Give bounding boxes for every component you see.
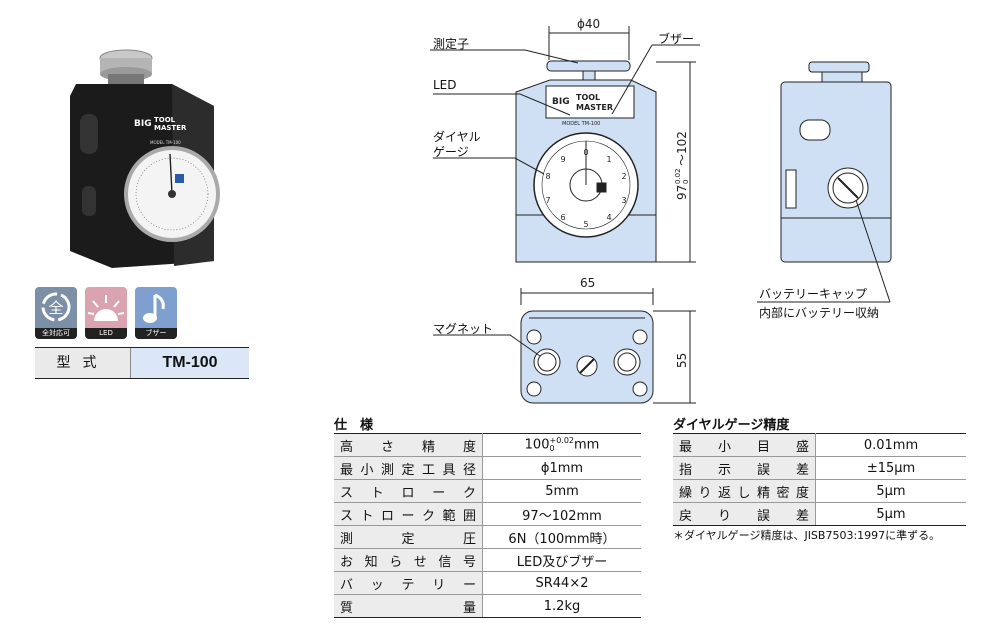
dial-num-0: 0 [583, 148, 588, 157]
dial-num-8: 8 [545, 172, 550, 181]
technical-drawing: 0 1 2 3 4 5 6 7 8 9 BIG TOOL MASTER MODE… [430, 17, 892, 404]
all-support-icon: 全 全対応可 [35, 287, 77, 339]
dial-num-6: 6 [560, 213, 565, 222]
label-battery-cap: バッテリーキャップ [759, 287, 868, 301]
accuracy-row: 指示誤差±15μm [673, 456, 966, 480]
label-magnet: マグネット [433, 322, 494, 336]
dial-num-1: 1 [606, 155, 611, 164]
model-table: 型式 TM-100 [35, 347, 249, 379]
product-photo: BIG TOOL MASTER MODEL TM-100 [70, 49, 220, 268]
dial-num-2: 2 [621, 172, 626, 181]
model-value: TM-100 [131, 348, 249, 378]
dial-accuracy-note: ＊ダイヤルゲージ精度は、JISB7503:1997に準ずる。 [673, 529, 941, 542]
dial-num-7: 7 [545, 196, 550, 205]
dial-num-5: 5 [583, 220, 588, 229]
model-key: 型式 [35, 348, 131, 378]
front-model: MODEL TM-100 [562, 121, 600, 127]
dial-accuracy-title: ダイヤルゲージ精度 [673, 418, 790, 433]
photo-brand: BIG [134, 119, 152, 129]
svg-text:全: 全 [48, 299, 63, 317]
dim-depth: 55 [675, 353, 689, 368]
buzzer-icon: ブザー [135, 287, 177, 339]
dim-top-width: ϕ40 [577, 17, 600, 31]
label-dial-2: ゲージ [433, 145, 469, 159]
label-probe: 測定子 [433, 37, 470, 51]
label-led: LED [433, 78, 457, 92]
dial-num-4: 4 [606, 213, 611, 222]
dim-bottom-width: 65 [580, 276, 595, 290]
label-battery-inside: 内部にバッテリー収納 [759, 306, 880, 320]
front-title2: MASTER [576, 103, 613, 112]
label-buzzer: ブザー [658, 32, 695, 46]
photo-model: MODEL TM-100 [150, 140, 181, 145]
photo-title2: MASTER [154, 124, 187, 132]
front-title1: TOOL [576, 93, 600, 102]
photo-title1: TOOL [154, 116, 176, 124]
label-dial-1: ダイヤル [433, 130, 481, 144]
led-icon: LED [85, 287, 127, 339]
spec-title: 仕 様 [334, 418, 374, 433]
dim-height-tol-upper: 0.02 [674, 168, 682, 184]
front-brand: BIG [552, 97, 570, 107]
dim-height: 97 [675, 185, 689, 200]
dim-height-tol-lower: 0 [682, 180, 690, 184]
dial-num-9: 9 [560, 155, 565, 164]
dial-num-3: 3 [621, 196, 626, 205]
dim-height-range: 〜102 [675, 131, 689, 166]
